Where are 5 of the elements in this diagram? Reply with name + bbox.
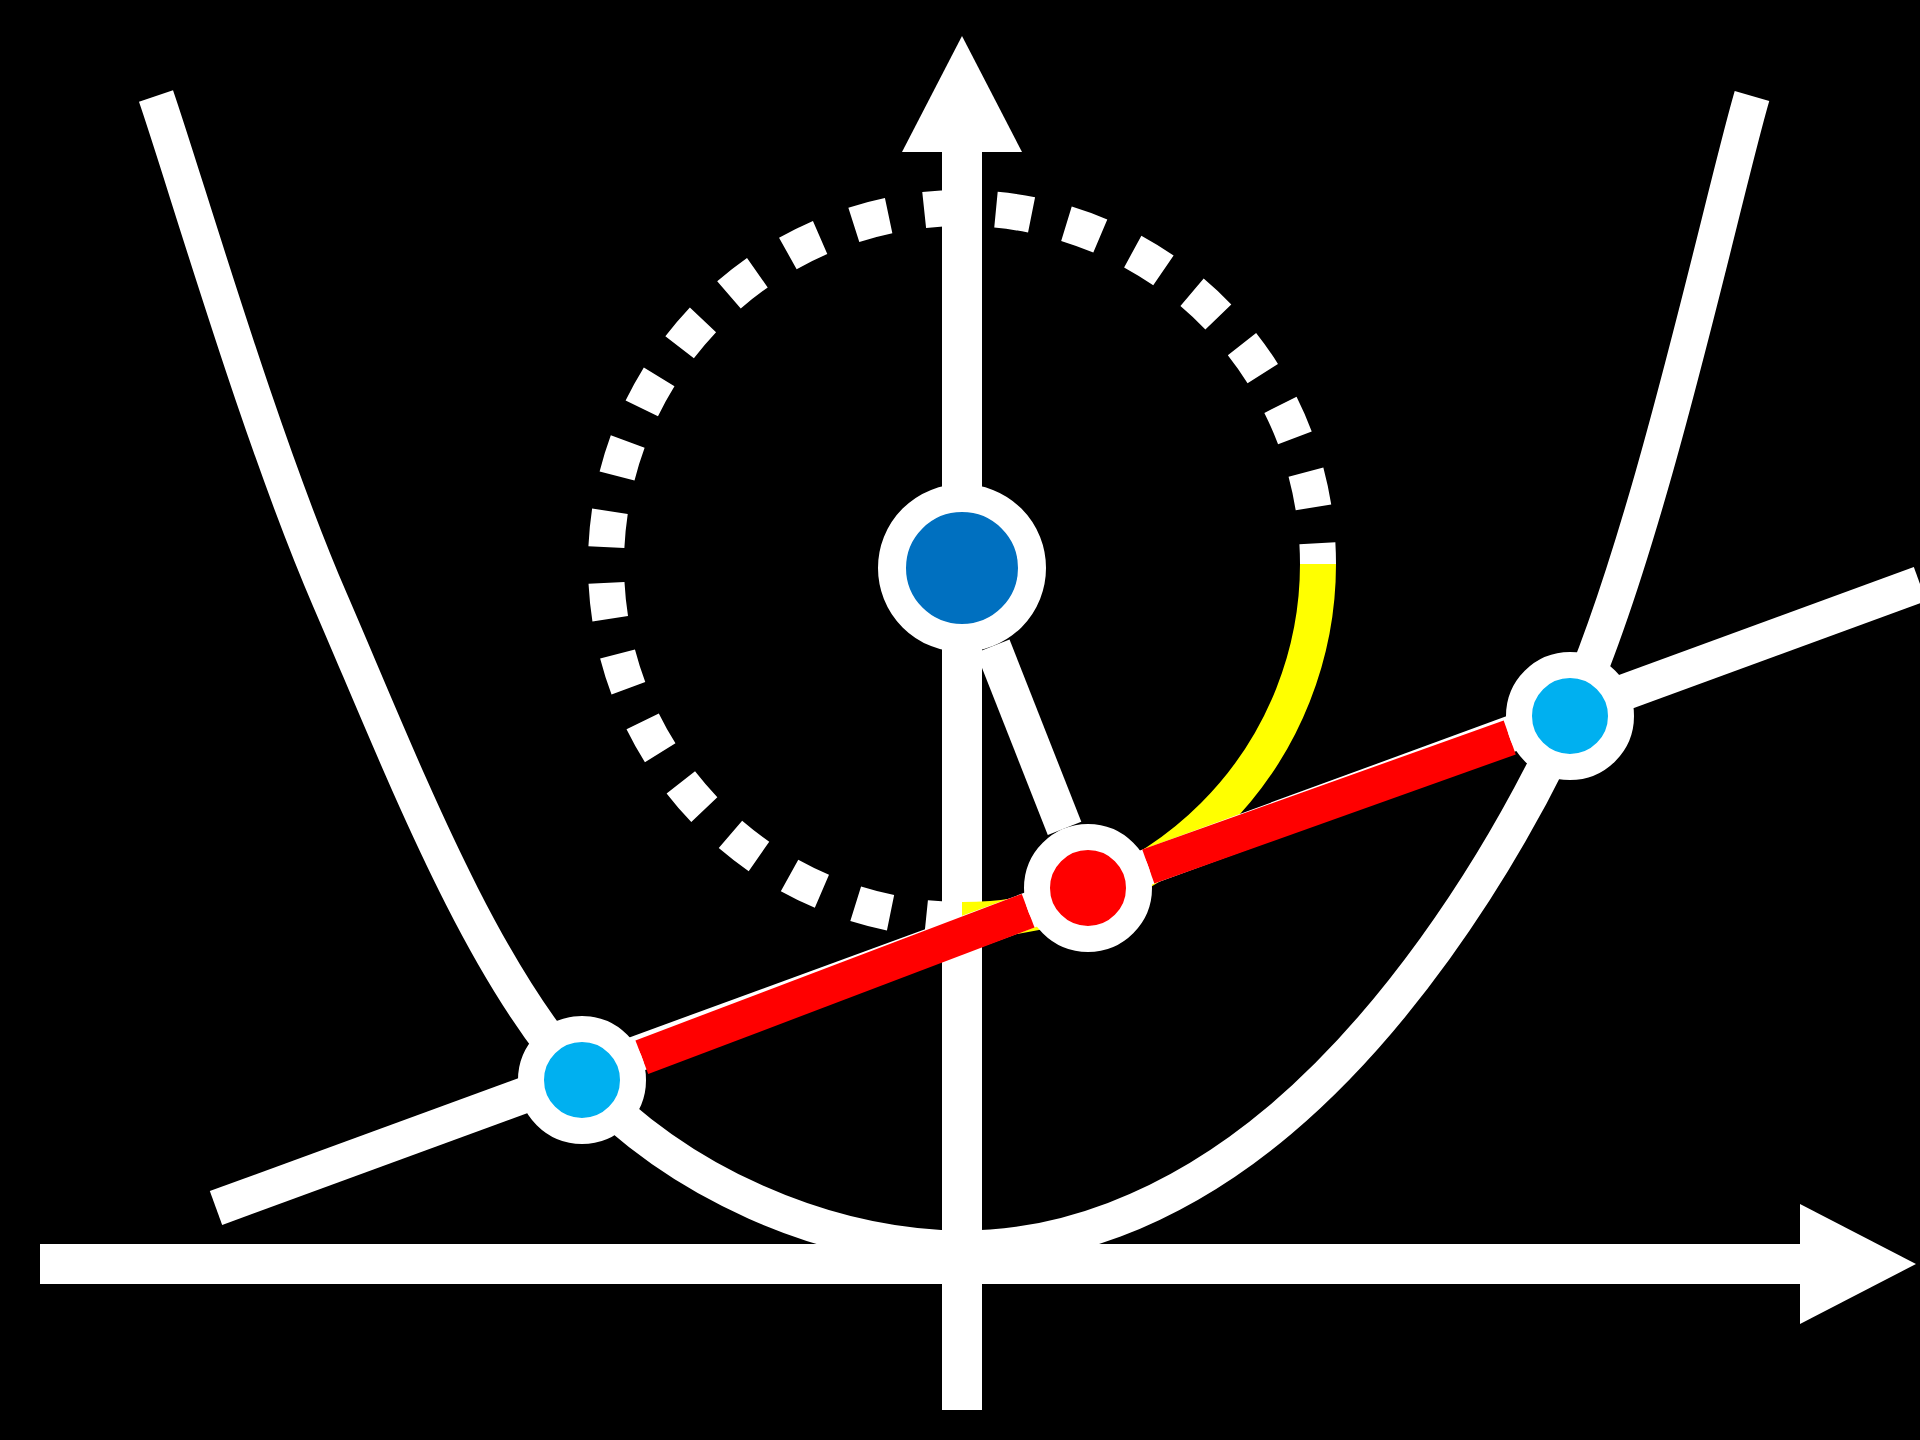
connector-line [1142,720,1516,884]
connector-line [976,639,1082,836]
connector-line [635,893,1035,1075]
intersection-point [518,1016,646,1144]
moving-point [1024,824,1152,952]
